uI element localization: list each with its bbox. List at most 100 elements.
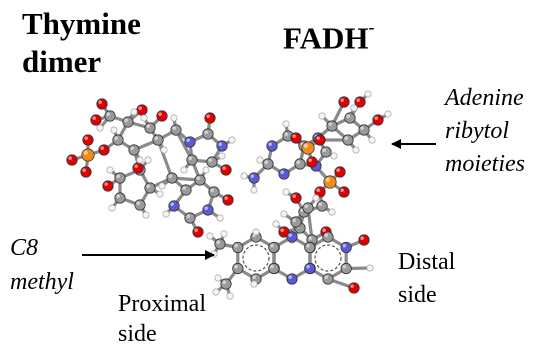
hydrogen-atom-55 xyxy=(144,156,152,164)
hydrogen-atom-48 xyxy=(158,182,166,190)
nitrogen-atom-123 xyxy=(340,241,352,254)
oxygen-atom-89 xyxy=(306,156,318,168)
atom-highlight-33 xyxy=(224,196,228,200)
atom-highlight-21 xyxy=(206,114,210,118)
atom-highlight-118 xyxy=(342,264,347,269)
atom-highlight-6 xyxy=(124,118,128,122)
hydrogen-atom-72 xyxy=(330,152,338,160)
atom-highlight-32 xyxy=(210,188,214,192)
hydrogen-atom-50 xyxy=(136,156,144,164)
atom-highlight-58 xyxy=(268,142,272,146)
atom-highlight-67 xyxy=(250,174,254,178)
atom-highlight-18 xyxy=(172,126,176,130)
atom-highlight-13 xyxy=(146,184,150,188)
atom-highlight-27 xyxy=(182,186,186,190)
carbon-atom-137 xyxy=(290,216,302,228)
atom-highlight-125 xyxy=(222,280,226,284)
oxygen-atom-16 xyxy=(102,180,114,192)
carbon-atom-14 xyxy=(134,199,146,211)
carbon-atom-108 xyxy=(232,262,244,275)
atom-highlight-19 xyxy=(186,138,190,142)
atom-highlight-93 xyxy=(340,188,344,192)
hydrogen-atom-53 xyxy=(228,136,236,144)
hydrogen-atom-140 xyxy=(312,194,320,202)
hydrogen-atom-129 xyxy=(212,288,220,296)
oxygen-atom-24 xyxy=(220,164,232,176)
atom-highlight-34 xyxy=(196,176,200,180)
hydrogen-atom-41 xyxy=(96,124,104,132)
oxygen-atom-2 xyxy=(82,134,94,146)
hydrogen-atom-39 xyxy=(110,126,118,134)
oxygen-atom-7 xyxy=(136,104,148,116)
hydrogen-atom-101 xyxy=(328,208,336,216)
oxygen-atom-30 xyxy=(192,226,204,238)
nitrogen-atom-58 xyxy=(266,140,278,152)
c8-methyl-label-line1: C8 xyxy=(10,235,39,261)
carbon-atom-138 xyxy=(302,202,314,214)
hydrogen-atom-44 xyxy=(142,211,150,219)
hydrogen-atom-69 xyxy=(250,186,258,194)
carbon-atom-109 xyxy=(232,241,244,254)
atom-highlight-98 xyxy=(280,228,284,232)
atom-highlight-37 xyxy=(134,164,138,168)
carbon-atom-94 xyxy=(316,200,328,212)
hydrogen-atom-49 xyxy=(202,166,210,174)
oxygen-atom-96 xyxy=(290,192,302,204)
atom-highlight-99 xyxy=(308,236,312,240)
hydrogen-atom-84 xyxy=(364,90,372,98)
hydrogen-atom-54 xyxy=(216,214,224,222)
hydrogen-atom-128 xyxy=(220,230,228,238)
atom-highlight-96 xyxy=(292,194,296,198)
hydrogen-atom-40 xyxy=(130,108,138,116)
phosphorus-atom-86 xyxy=(301,141,315,155)
carbon-atom-23 xyxy=(206,156,218,168)
atom-highlight-26 xyxy=(168,174,172,178)
atom-highlight-94 xyxy=(318,202,322,206)
oxygen-atom-9 xyxy=(96,98,108,110)
atom-highlight-77 xyxy=(374,116,378,120)
atom-highlight-75 xyxy=(356,98,360,102)
hydrogen-atom-81 xyxy=(350,104,358,112)
carbon-atom-15 xyxy=(114,192,126,204)
adenine-label-line1: Adenine xyxy=(445,85,524,111)
carbon-atom-27 xyxy=(180,184,192,196)
atom-highlight-63 xyxy=(284,132,288,136)
oxygen-atom-87 xyxy=(290,132,302,144)
carbon-atom-124 xyxy=(214,238,226,250)
hydrogen-atom-83 xyxy=(352,146,360,154)
hydrogen-atom-52 xyxy=(162,210,170,218)
adenine-label-line2: ribytol xyxy=(445,118,509,144)
carbon-atom-76 xyxy=(358,124,370,136)
carbon-atom-34 xyxy=(194,174,206,186)
hydrogen-atom-56 xyxy=(140,114,148,122)
atom-highlight-137 xyxy=(292,218,296,222)
fadh-charge: - xyxy=(368,17,375,37)
hydrogen-atom-85 xyxy=(384,110,392,118)
carbon-atom-8 xyxy=(104,110,116,122)
atom-highlight-124 xyxy=(216,240,220,244)
atom-highlight-4 xyxy=(100,146,104,150)
carbon-atom-73 xyxy=(326,120,338,132)
atom-highlight-100 xyxy=(322,228,326,232)
atom-highlight-7 xyxy=(138,106,142,110)
atom-highlight-116 xyxy=(288,233,292,237)
hydrogen-atom-126 xyxy=(206,232,214,240)
hydrogen-atom-135 xyxy=(250,280,258,288)
carbon-atom-17 xyxy=(152,134,164,146)
nitrogen-atom-28 xyxy=(168,200,180,212)
oxygen-atom-91 xyxy=(334,166,346,178)
atom-highlight-15 xyxy=(116,194,120,198)
atom-highlight-36 xyxy=(146,124,150,128)
carbon-atom-29 xyxy=(184,212,196,224)
atom-highlight-23 xyxy=(208,158,212,162)
hydrogen-atom-104 xyxy=(282,188,290,196)
adenine-label-line3: moieties xyxy=(445,151,525,177)
carbon-atom-119 xyxy=(322,273,334,285)
atom-highlight-121 xyxy=(306,243,310,248)
carbon-atom-114 xyxy=(268,262,280,275)
atom-highlight-22 xyxy=(218,142,222,146)
atom-highlight-133 xyxy=(350,284,354,288)
oxygen-atom-132 xyxy=(358,234,370,246)
hydrogen-atom-134 xyxy=(366,264,374,272)
